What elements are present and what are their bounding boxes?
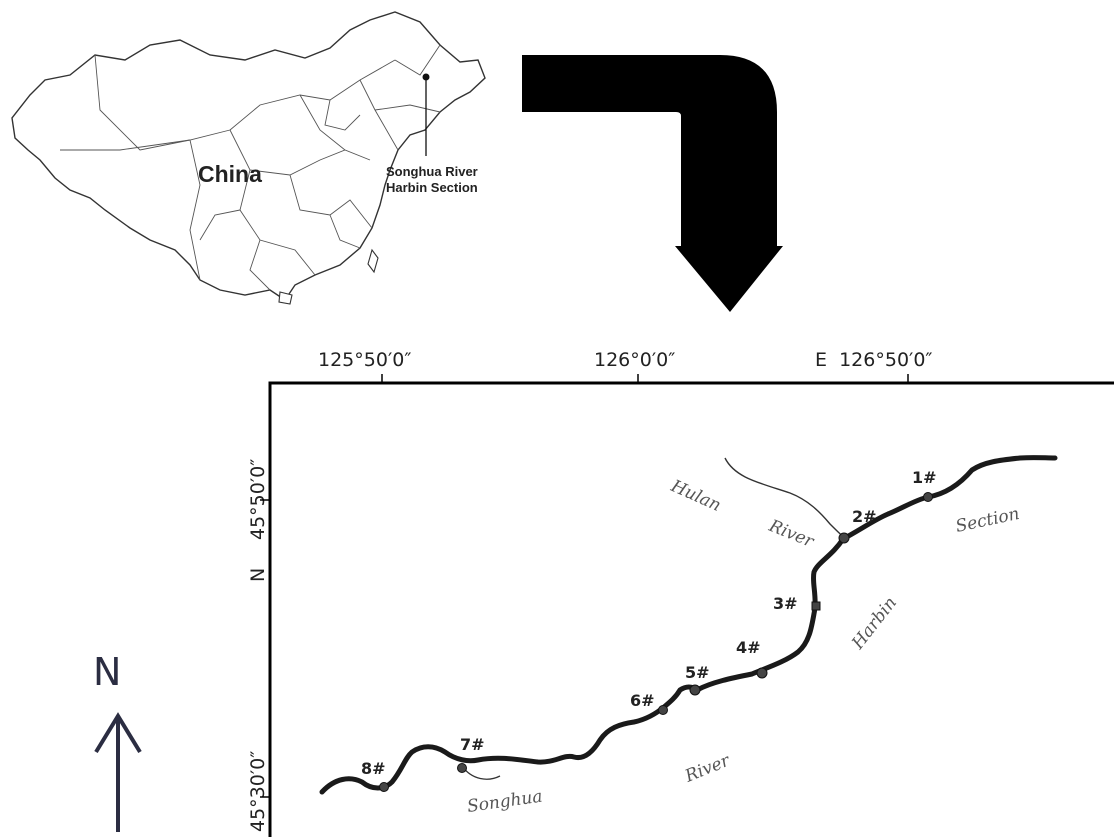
taiwan-island (367, 248, 379, 274)
station-label-3: 3# (773, 594, 798, 613)
hulan-river (724, 457, 847, 540)
longitude-labels: 125°50′0″ 126°0′0″ E 126°50′0″ (318, 349, 933, 371)
station-markers (379, 492, 933, 792)
lon-label-1: 125°50′0″ (318, 349, 411, 371)
label-river: River (681, 751, 733, 787)
label-hulan: Hulan (667, 476, 724, 516)
station-marker-5 (689, 684, 701, 696)
label-songhua: Songhua (466, 787, 544, 817)
station-marker-6 (658, 705, 668, 715)
lat-label-3: 45°30′0″ (247, 751, 269, 832)
north-label: N (93, 650, 121, 694)
station-label-1: 1# (912, 468, 937, 487)
songhua-river (319, 455, 1058, 795)
label-hulan-river: River (765, 516, 817, 552)
lat-label-2: N (247, 568, 269, 582)
china-outline (11, 11, 486, 301)
province-borders (60, 44, 441, 291)
bent-arrow (522, 55, 783, 312)
oxbow-channel (461, 765, 501, 780)
label-section: Section (954, 504, 1021, 537)
station-marker-1 (923, 492, 933, 502)
lon-label-2: 126°0′0″ (594, 349, 675, 371)
station-label-6: 6# (630, 691, 655, 710)
latitude-labels: 45°50′0″ N 45°30′0″ (247, 459, 269, 832)
station-label-4: 4# (736, 638, 761, 657)
callout-label-line1: Songhua River (386, 164, 478, 179)
station-labels: 1# 2# 3# 4# 5# 6# 7# 8# (361, 468, 937, 778)
station-label-7: 7# (460, 735, 485, 754)
station-marker-3 (811, 601, 821, 611)
station-label-8: 8# (361, 759, 386, 778)
map-frame (268, 381, 1114, 837)
station-marker-2 (838, 532, 850, 544)
hainan-island (278, 291, 293, 305)
north-arrow-head-icon (94, 712, 142, 754)
north-arrow: N (93, 650, 142, 832)
station-marker-4 (756, 667, 768, 679)
station-label-2: 2# (852, 507, 877, 526)
station-marker-7 (457, 763, 467, 773)
latitude-ticks (260, 499, 270, 798)
label-harbin: Harbin (848, 593, 902, 654)
china-inset-map: China Songhua River Harbin Section (11, 11, 486, 305)
lon-label-3: E 126°50′0″ (815, 349, 933, 371)
station-label-5: 5# (685, 663, 710, 682)
callout-label-line2: Harbin Section (386, 180, 478, 195)
lat-label-1: 45°50′0″ (247, 459, 269, 540)
station-marker-8 (379, 782, 389, 792)
country-label: China (198, 161, 262, 187)
